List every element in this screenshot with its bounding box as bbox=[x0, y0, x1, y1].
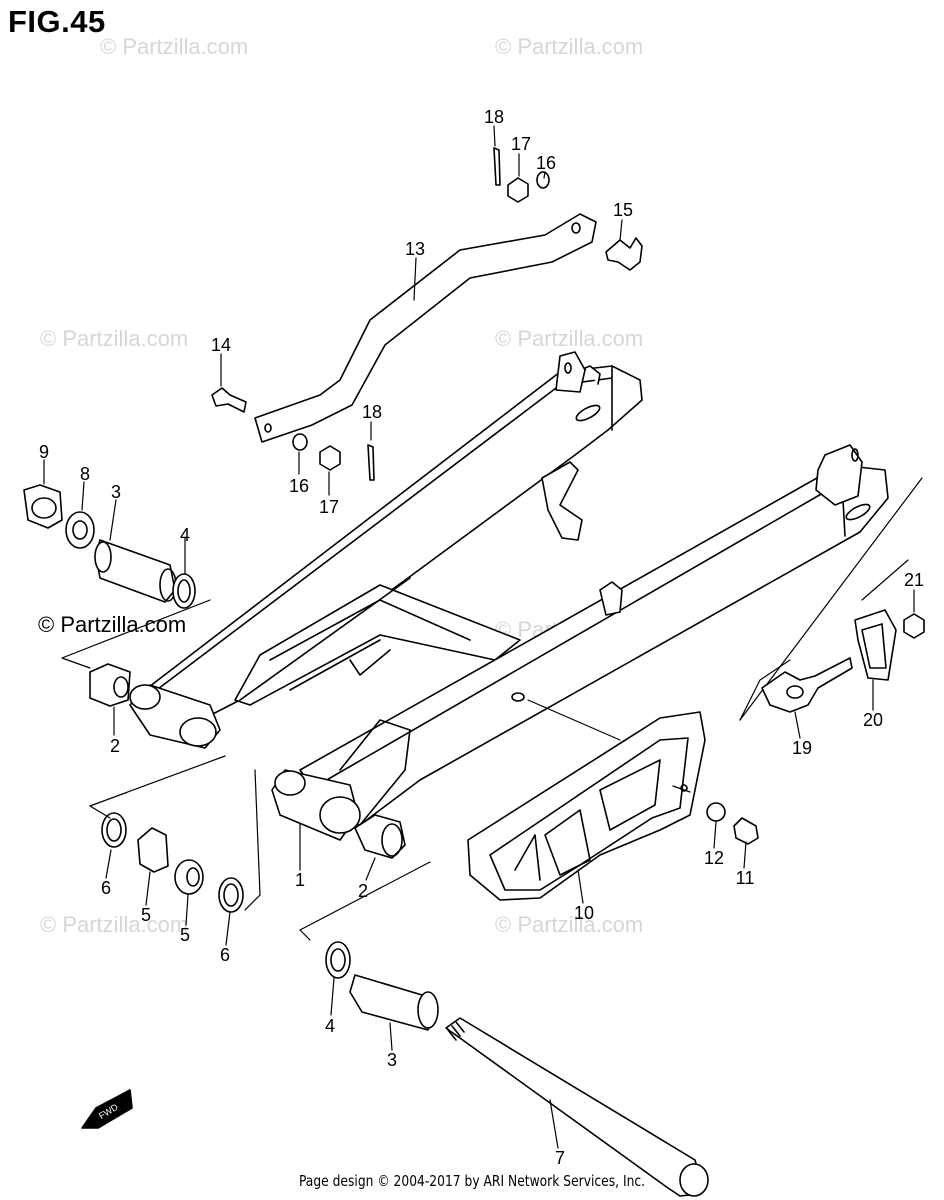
watermark: © Partzilla.com bbox=[495, 326, 644, 351]
leader-lines bbox=[43, 125, 915, 1149]
callout-6: 6 bbox=[101, 878, 111, 898]
callout-12: 12 bbox=[704, 848, 724, 868]
callout-2: 2 bbox=[110, 736, 120, 756]
callout-10: 10 bbox=[574, 903, 594, 923]
callout-14: 14 bbox=[211, 335, 231, 355]
chain-guard bbox=[467, 711, 706, 901]
callout-1: 1 bbox=[295, 870, 305, 890]
callout-16: 16 bbox=[536, 153, 556, 173]
callout-19: 19 bbox=[792, 738, 812, 758]
callout-8: 8 bbox=[80, 464, 90, 484]
watermark-dark: © Partzilla.com bbox=[38, 612, 187, 637]
callout-17: 17 bbox=[319, 497, 339, 517]
callout-11: 11 bbox=[736, 868, 755, 888]
callout-5: 5 bbox=[180, 925, 190, 945]
callout-18: 18 bbox=[484, 107, 504, 127]
swingarm bbox=[129, 351, 889, 841]
hardware bbox=[23, 147, 925, 1197]
watermark: © Partzilla.com bbox=[495, 34, 644, 59]
guard-leader bbox=[527, 699, 621, 741]
callout-5: 5 bbox=[141, 905, 151, 925]
callout-7: 7 bbox=[555, 1148, 565, 1168]
guide-lines bbox=[739, 477, 923, 721]
figure-title: FIG.45 bbox=[8, 4, 106, 39]
callout-3: 3 bbox=[387, 1050, 397, 1070]
callout-16: 16 bbox=[289, 476, 309, 496]
callout-15: 15 bbox=[613, 200, 633, 220]
watermark: © Partzilla.com bbox=[40, 326, 189, 351]
callout-4: 4 bbox=[325, 1016, 335, 1036]
callout-21: 21 bbox=[904, 570, 924, 590]
watermark: © Partzilla.com bbox=[100, 34, 249, 59]
chain-adjuster-bar bbox=[254, 213, 597, 443]
callout-9: 9 bbox=[39, 442, 49, 462]
callout-20: 20 bbox=[863, 710, 883, 730]
watermark: © Partzilla.com bbox=[495, 912, 644, 937]
callout-17: 17 bbox=[511, 134, 531, 154]
callout-13: 13 bbox=[405, 239, 425, 259]
callout-4: 4 bbox=[180, 525, 190, 545]
callout-2: 2 bbox=[358, 881, 368, 901]
callout-3: 3 bbox=[111, 482, 121, 502]
guard-hole bbox=[511, 692, 525, 702]
callout-18: 18 bbox=[362, 402, 382, 422]
page-footer: Page design © 2004-2017 by ARI Network S… bbox=[298, 1172, 646, 1190]
watermark: © Partzilla.com bbox=[40, 912, 189, 937]
callout-6: 6 bbox=[220, 945, 230, 965]
